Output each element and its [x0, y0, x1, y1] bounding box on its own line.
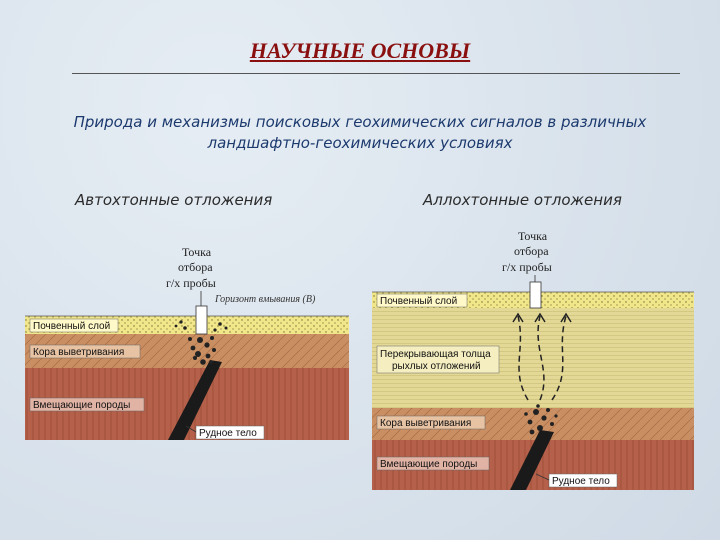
- right-weathering-label: Кора выветривания: [380, 418, 471, 429]
- left-ore-label: Рудное тело: [199, 428, 257, 439]
- right-diagram: Точка отбора г/х пробы Почвенный слой Пе…: [372, 229, 694, 490]
- left-sample-pit: [196, 306, 207, 334]
- right-sample-point-line1: Точка: [518, 229, 548, 243]
- left-sample-point-line2: отбора: [178, 260, 213, 274]
- left-sample-point-line3: г/х пробы: [166, 276, 216, 290]
- left-diagram: Точка отбора г/х пробы Горизонт вмывания…: [25, 245, 349, 440]
- right-sample-point-line3: г/х пробы: [502, 260, 552, 274]
- right-overburden-label-line2: рыхлых отложений: [392, 361, 481, 372]
- left-weathering-label: Кора выветривания: [33, 347, 124, 358]
- right-overburden-label-line1: Перекрывающая толща: [380, 349, 491, 360]
- left-sample-point-line1: Точка: [182, 245, 212, 259]
- right-host-rock-label: Вмещающие породы: [380, 459, 477, 470]
- right-ore-label: Рудное тело: [552, 476, 610, 487]
- left-horizon-label: Горизонт вмывания (B): [214, 294, 316, 305]
- right-sample-point-line2: отбора: [514, 244, 549, 258]
- left-soil-label: Почвенный слой: [33, 321, 110, 332]
- right-sample-pit: [530, 282, 541, 308]
- left-host-rock-label: Вмещающие породы: [33, 400, 130, 411]
- right-soil-label: Почвенный слой: [380, 296, 457, 307]
